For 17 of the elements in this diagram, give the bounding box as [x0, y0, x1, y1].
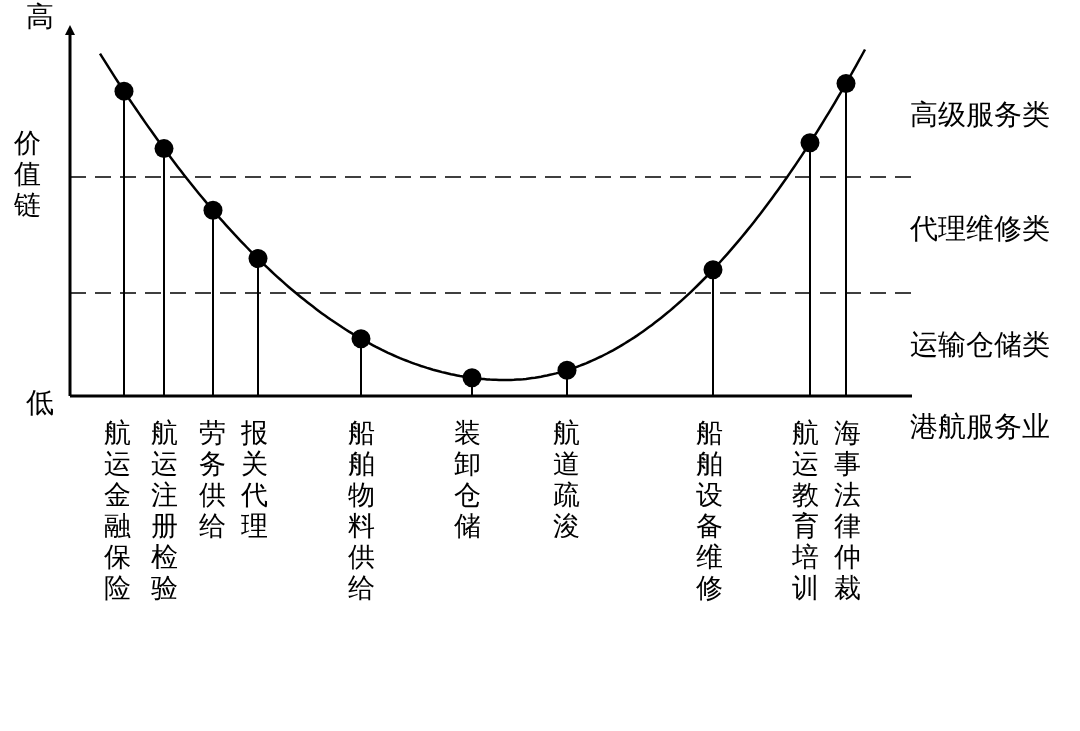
category-label: 航运注册检验: [151, 418, 179, 604]
category-label: 航运金融保险: [104, 418, 132, 604]
band-label: 代理维修类: [910, 214, 1050, 244]
category-label: 船舶物料供给: [348, 418, 376, 604]
axis-label: 低: [26, 388, 54, 418]
category-label: 报关代理: [241, 418, 269, 542]
category-label: 劳务供给: [199, 418, 227, 542]
category-label: 装卸仓储: [454, 418, 482, 542]
band-label: 高级服务类: [910, 100, 1050, 130]
axis-label: 港航服务业: [910, 412, 1050, 442]
axis-label: 高: [26, 2, 54, 32]
category-label: 海事法律仲裁: [834, 418, 862, 604]
axis-label: 价值链: [14, 128, 42, 221]
category-label: 航道疏浚: [553, 418, 581, 542]
category-label: 船舶设备维修: [696, 418, 724, 604]
category-label: 航运教育培训: [792, 418, 820, 604]
band-label: 运输仓储类: [910, 330, 1050, 360]
